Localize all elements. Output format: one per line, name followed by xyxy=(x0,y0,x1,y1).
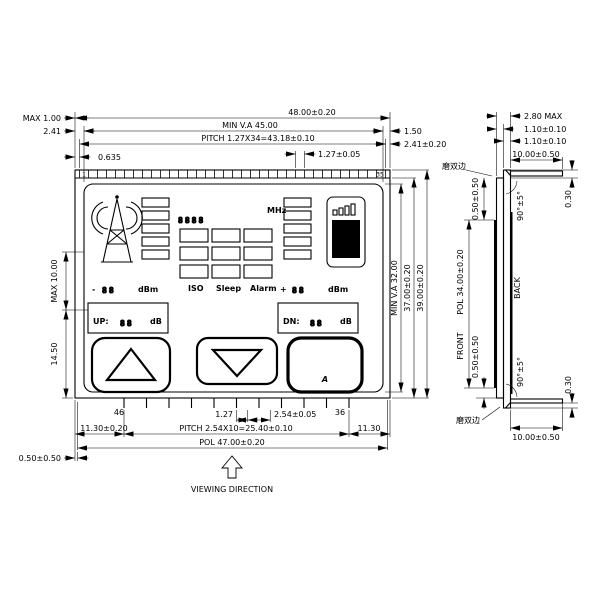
viewing-direction-label: VIEWING DIRECTION xyxy=(191,485,273,494)
top-pin-ticks xyxy=(79,170,386,178)
dim-14-50: 14.50 xyxy=(50,343,59,366)
dim-pol-offset: 0.50±0.50 xyxy=(19,454,61,463)
logo-button-segment: A xyxy=(286,336,364,394)
dim-max-10: MAX 10.00 xyxy=(50,259,59,302)
right-reading-digits: 88 xyxy=(292,286,306,295)
dim-angle-bottom: 90°±5° xyxy=(516,357,525,387)
dim-left-241: 2.41 xyxy=(43,127,61,136)
left-reading-unit: dBm xyxy=(138,285,158,294)
mhz-label: MHz xyxy=(267,206,287,215)
dim-va-width: MIN V.A 45.00 xyxy=(222,121,278,130)
up-readout: UP: 88 dB xyxy=(87,302,169,334)
up-button-segment xyxy=(90,336,172,394)
logo-letter: A xyxy=(321,375,328,384)
dim-thickness: 2.80 MAX xyxy=(524,112,563,121)
signal-waves-icon xyxy=(91,201,143,235)
dim-pol-width: POL 47.00±0.20 xyxy=(199,438,265,447)
status-alarm: Alarm xyxy=(250,284,277,293)
dim-glass2: 1.10±0.10 xyxy=(524,137,566,146)
dim-pol-offset-bottom: 0.50±0.50 xyxy=(471,336,480,378)
dim-chamfer-bottom: 0.30 xyxy=(564,376,573,394)
dim-pin-pitch: 1.27±0.05 xyxy=(318,150,360,159)
up-label: UP: xyxy=(93,317,109,326)
dim-va-height: MIN V.A 32.00 xyxy=(390,260,399,316)
pin-bottom-right-label: 36 xyxy=(335,408,345,417)
back-glass xyxy=(502,169,512,409)
front-polarizer xyxy=(494,220,497,388)
left-reading-digits: 88 xyxy=(102,286,116,295)
dim-edge-pin: 2.41±0.20 xyxy=(404,140,446,149)
down-arrow-icon xyxy=(210,348,264,378)
side-dimensions: 2.80 MAX 1.10±0.10 1.10±0.10 10.00±0.50 … xyxy=(442,112,578,442)
extension-lines xyxy=(62,112,429,461)
dim-pol-height: POL 34.00±0.20 xyxy=(456,249,465,315)
dim-angle-top: 90°±5° xyxy=(516,191,525,221)
dim-height-39: 39.00±0.20 xyxy=(416,264,425,311)
left-reading-sign: - xyxy=(92,285,95,294)
viewing-direction-arrow-icon xyxy=(221,455,243,479)
right-reading-sign: + xyxy=(280,285,287,294)
dim-bottom-left-margin: 11.30±0.20 xyxy=(80,424,127,433)
right-reading-unit: dBm xyxy=(328,285,348,294)
lcd-content: 8888 MHz xyxy=(87,195,366,394)
antenna-icon xyxy=(91,195,143,263)
dim-bottom-right-margin: 11.30 xyxy=(358,424,381,433)
dim-pitch-top: PITCH 1.27X34=43.18±0.10 xyxy=(201,134,314,143)
viewing-direction: VIEWING DIRECTION xyxy=(191,455,273,494)
angle-arc-top xyxy=(505,180,518,195)
dim-bottom-254: 2.54±0.05 xyxy=(274,410,316,419)
dn-readout: DN: 88 dB xyxy=(277,302,359,334)
back-label: BACK xyxy=(513,276,522,298)
up-arrow-icon xyxy=(104,347,158,382)
grind-bottom-label: 磨双边 xyxy=(456,415,480,425)
dim-bottom-127: 1.27 xyxy=(215,410,233,419)
signal-bars-right-icon xyxy=(283,197,312,260)
top-pins-side xyxy=(509,170,564,177)
dim-front-width: 48.00±0.20 xyxy=(288,108,335,117)
dn-label: DN: xyxy=(283,317,300,326)
grind-top-label: 磨双边 xyxy=(442,161,466,171)
phone-icon xyxy=(326,196,366,268)
frequency-digits: 8888 xyxy=(178,216,205,225)
dim-bottom-pitch: PITCH 2.54X10=25.40±0.10 xyxy=(179,424,292,433)
dim-chamfer-top: 0.30 xyxy=(564,190,573,208)
angle-arc-bottom xyxy=(505,383,518,398)
pin-bottom-left-label: 46 xyxy=(114,408,124,417)
status-sleep: Sleep xyxy=(216,284,241,293)
chamfer-lines xyxy=(505,169,511,409)
up-unit: dB xyxy=(150,317,162,326)
status-iso: ISO xyxy=(188,284,204,293)
signal-bars-left-icon xyxy=(141,197,170,260)
dim-pin-top: 10.00±0.50 xyxy=(512,150,559,159)
dim-pol-offset-top: 0.50±0.50 xyxy=(471,178,480,220)
front-view: 1 35 8888 MHz xyxy=(74,169,391,408)
front-label: FRONT xyxy=(456,332,465,359)
dn-unit: dB xyxy=(340,317,352,326)
dn-digits: 88 xyxy=(310,319,324,328)
segment-blocks xyxy=(179,228,273,279)
up-digits: 88 xyxy=(120,319,134,328)
dim-right-margin: 1.50 xyxy=(404,127,422,136)
back-polarizer xyxy=(510,212,513,394)
front-glass xyxy=(495,177,505,399)
bottom-pin-ticks xyxy=(123,398,350,408)
pin-last-label: 35 xyxy=(376,172,384,179)
front-dimensions: 48.00±0.20 MIN V.A 45.00 PITCH 1.27X34=4… xyxy=(19,108,447,463)
dim-pin-bottom: 10.00±0.50 xyxy=(512,433,559,442)
side-view xyxy=(494,169,564,409)
bottom-pins-side xyxy=(509,398,564,404)
dim-height-37: 37.00±0.20 xyxy=(403,264,412,311)
dim-glass1: 1.10±0.10 xyxy=(524,125,566,134)
dim-max-1: MAX 1.00 xyxy=(23,114,61,123)
viewing-area-outline xyxy=(83,183,384,393)
dim-half-pitch: 0.635 xyxy=(98,153,121,162)
grind-leader-lines xyxy=(465,169,501,421)
down-button-segment xyxy=(195,336,279,386)
